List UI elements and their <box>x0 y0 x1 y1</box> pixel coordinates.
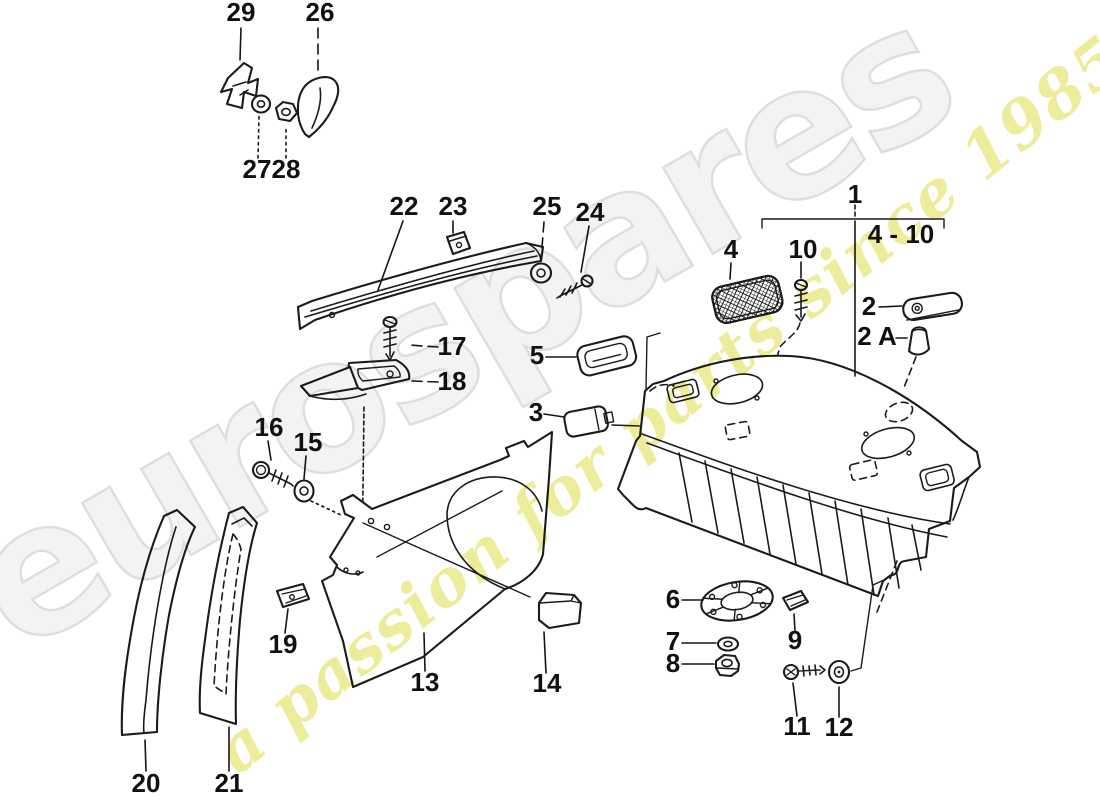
part-label-27: 27 <box>243 154 272 184</box>
part-label-4: 4 <box>724 234 739 264</box>
leader-12-corner <box>850 579 885 672</box>
leader-line-27 <box>257 115 260 159</box>
group-callout-label: 4 - 10 <box>868 219 935 249</box>
part-18-drawing <box>299 358 411 401</box>
part-19-drawing <box>275 582 311 609</box>
shelf-latch-left <box>666 378 700 404</box>
part-23-drawing <box>445 230 472 256</box>
leader-line-29 <box>239 27 242 61</box>
part-9-drawing <box>781 589 810 612</box>
part-21-drawing <box>198 505 259 726</box>
part-label-14: 14 <box>533 668 562 698</box>
part-11-drawing <box>782 663 826 681</box>
part-label-22: 22 <box>390 191 419 221</box>
leader-line-11 <box>792 682 798 717</box>
leader-line-22 <box>377 220 404 291</box>
part-29-drawing <box>219 61 260 110</box>
panel-mount-pointer-lines <box>362 490 531 598</box>
part-label-7: 7 <box>666 626 680 656</box>
part-17-drawing <box>382 315 398 361</box>
part-2a-drawing <box>907 326 931 356</box>
part-label-13: 13 <box>411 667 440 697</box>
part-10-drawing <box>793 278 809 322</box>
shelf-ribs <box>678 452 922 596</box>
leader-line-17 <box>408 344 439 348</box>
part-label-23: 23 <box>439 191 468 221</box>
part-label-9: 9 <box>788 625 802 655</box>
part-label-19: 19 <box>269 629 298 659</box>
part-22-drawing <box>296 241 545 331</box>
leader-line-25 <box>540 221 545 261</box>
part-label-28: 28 <box>272 154 301 184</box>
part-label-11: 11 <box>783 711 811 741</box>
part-label-17: 17 <box>438 331 467 361</box>
leader-line-13 <box>423 632 426 672</box>
part-24-drawing <box>556 274 594 299</box>
part-label-20: 20 <box>132 768 161 798</box>
leader-line-19 <box>284 608 289 634</box>
part-20-drawing <box>120 508 197 737</box>
part-1-drawing <box>616 332 982 598</box>
leader-line-2 <box>878 305 903 308</box>
shelf-speaker-hole-right <box>860 426 916 460</box>
part-16-drawing <box>251 460 294 488</box>
leader-line-3 <box>543 413 565 418</box>
shelf-latch-right <box>919 463 955 492</box>
leader-line-20 <box>144 739 147 772</box>
leader-10-to-shelf <box>775 322 801 362</box>
part-label-12: 12 <box>825 712 854 742</box>
part-label-21: 21 <box>215 768 244 798</box>
part-3-drawing <box>563 405 615 438</box>
part-5-drawing <box>576 335 638 377</box>
part-label-26: 26 <box>306 0 335 27</box>
part-8-drawing <box>714 653 741 678</box>
leader-line-9 <box>793 613 796 632</box>
part-label-2: 2 <box>862 291 876 321</box>
part-15-drawing <box>293 479 315 503</box>
part-label-1: 1 <box>848 179 862 209</box>
leader-line-18 <box>411 380 439 383</box>
part-label-6: 6 <box>666 584 680 614</box>
part-14-drawing <box>537 591 583 630</box>
leader-line-15 <box>303 455 307 480</box>
leader-line-14 <box>543 631 547 674</box>
leader-12-corner-dashed <box>876 560 898 613</box>
leader-15-to-panel <box>310 500 342 516</box>
part-27-drawing <box>250 94 272 114</box>
part-2-drawing <box>902 291 963 322</box>
part-label-3: 3 <box>529 397 543 427</box>
part-label-10: 10 <box>789 234 818 264</box>
part-label-8: 8 <box>666 648 680 678</box>
part-28-drawing <box>274 100 299 123</box>
part-label-25: 25 <box>533 191 562 221</box>
part-label-2a: 2 A <box>857 321 897 351</box>
part-label-29: 29 <box>227 0 256 27</box>
part-12-drawing <box>827 659 851 685</box>
part-6-drawing <box>700 580 774 622</box>
leader-2a-to-shelf <box>902 356 917 391</box>
part-label-15: 15 <box>294 427 323 457</box>
shelf-speaker-hole-left <box>710 373 764 405</box>
diagram-artwork <box>120 61 982 737</box>
part-label-18: 18 <box>438 366 467 396</box>
leader-line-4 <box>729 262 732 280</box>
leader-line-16 <box>267 440 272 461</box>
part-7-drawing <box>716 636 740 652</box>
group-callout-bracket <box>761 204 945 229</box>
part-label-16: 16 <box>255 412 284 442</box>
part-13-drawing <box>320 430 554 689</box>
part-4-drawing <box>711 274 784 324</box>
part-26-drawing <box>296 76 340 139</box>
part-25-drawing <box>529 262 553 284</box>
leader-line-24 <box>580 225 590 273</box>
part-label-5: 5 <box>530 340 544 370</box>
part-label-24: 24 <box>576 197 605 227</box>
